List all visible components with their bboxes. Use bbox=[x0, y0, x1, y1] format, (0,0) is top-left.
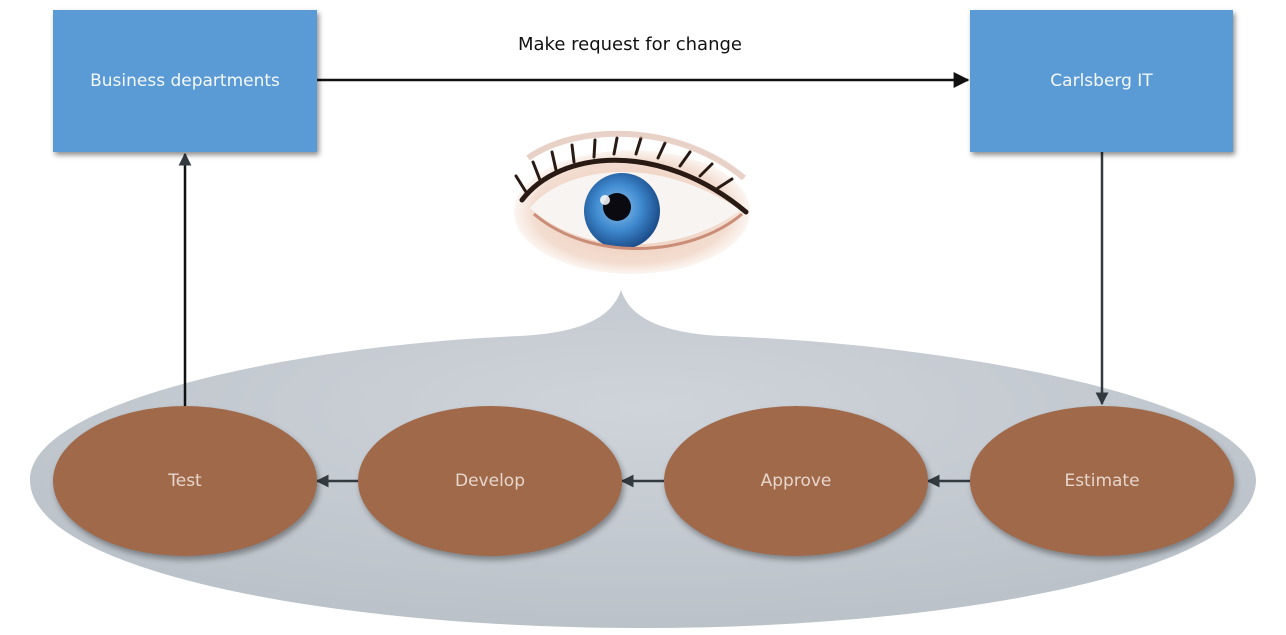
platform-shape bbox=[30, 290, 1256, 628]
step-develop: Develop bbox=[358, 406, 622, 556]
step-approve: Approve bbox=[664, 406, 928, 556]
step-test-label: Test bbox=[168, 471, 202, 491]
step-test: Test bbox=[53, 406, 317, 556]
business-departments-box: Business departments bbox=[53, 10, 317, 152]
eye-icon bbox=[514, 130, 750, 274]
edge-label: Make request for change bbox=[518, 34, 742, 55]
step-estimate-label: Estimate bbox=[1064, 471, 1140, 491]
carlsberg-it-box: Carlsberg IT bbox=[970, 10, 1233, 152]
step-develop-label: Develop bbox=[455, 471, 525, 491]
carlsberg-it-label: Carlsberg IT bbox=[1050, 71, 1153, 91]
step-estimate: Estimate bbox=[970, 406, 1234, 556]
step-approve-label: Approve bbox=[760, 471, 832, 491]
business-departments-label: Business departments bbox=[90, 71, 280, 91]
